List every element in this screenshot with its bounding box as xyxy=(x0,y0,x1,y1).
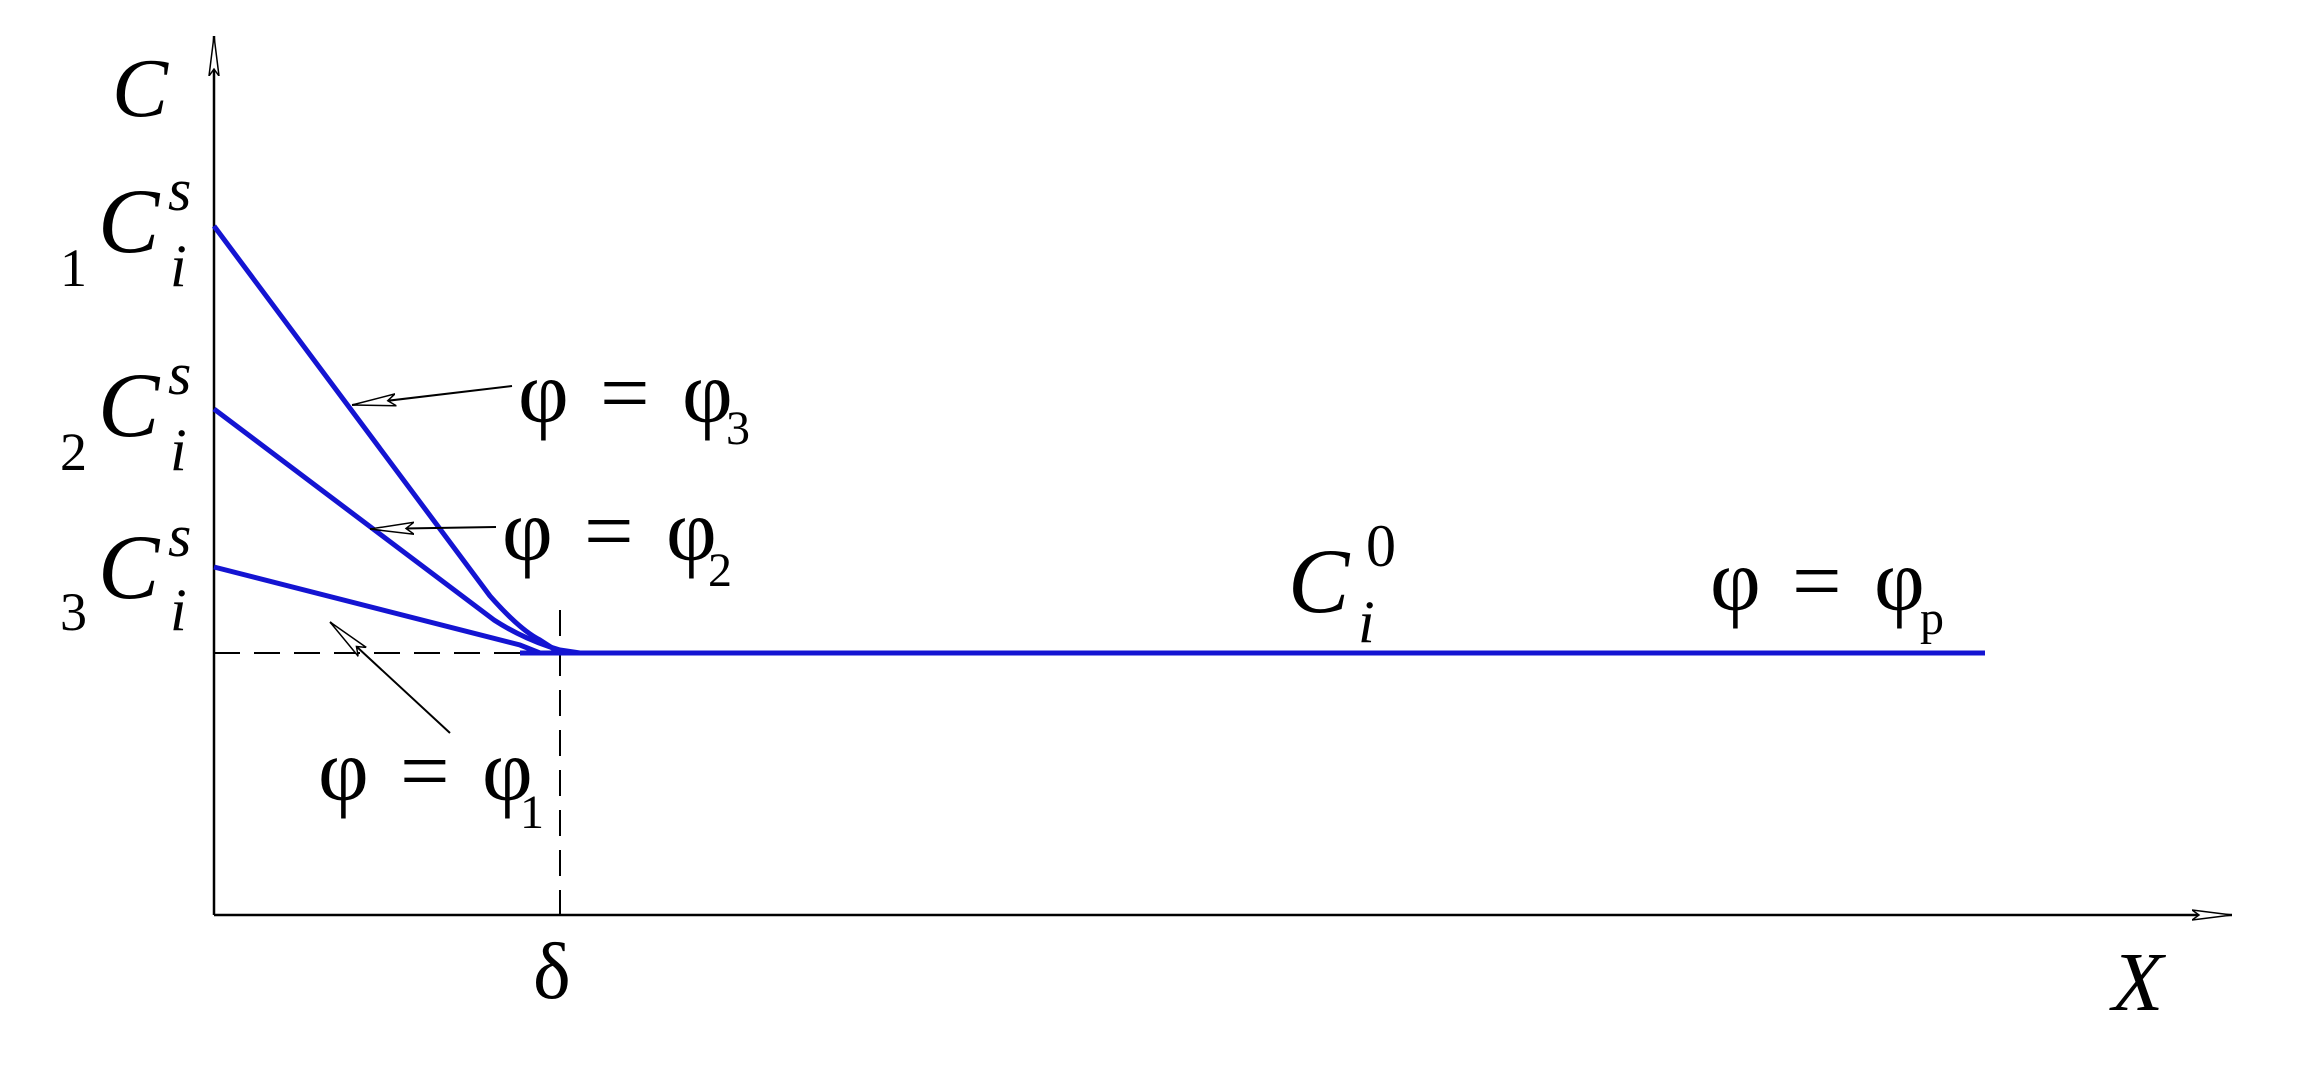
delta-label: δ xyxy=(533,928,571,1016)
phi-sub: 2 xyxy=(708,544,732,597)
phi-sub: 3 xyxy=(726,402,750,455)
level-prefix: 3 xyxy=(60,582,87,642)
phi-lhs: φ xyxy=(318,723,369,820)
equals-sign: = xyxy=(400,723,450,820)
leader-arrow-phi2 xyxy=(370,527,497,529)
bulk-base: C xyxy=(1288,530,1351,632)
phi-lhs: φ xyxy=(502,483,553,580)
level-prefix: 1 xyxy=(60,238,87,298)
level-sup: s xyxy=(168,341,191,407)
phi-rhs: φ xyxy=(682,345,733,442)
phi-rhs: φ xyxy=(1874,533,1925,630)
level-sub: i xyxy=(170,577,187,643)
equals-sign: = xyxy=(1792,533,1842,630)
level-prefix: 2 xyxy=(60,422,87,482)
x-axis-label: X xyxy=(2109,936,2167,1029)
potential-label-phip: φ = φ p xyxy=(1710,533,1944,645)
y-axis-label: C xyxy=(112,42,169,135)
level-sup: s xyxy=(168,503,191,569)
level-sub: i xyxy=(170,417,187,483)
potential-label-phi1: φ = φ 1 xyxy=(318,723,544,839)
curve-phi1 xyxy=(213,564,541,656)
bulk-concentration-label: C 0 i xyxy=(1288,513,1396,655)
equals-sign: = xyxy=(584,483,634,580)
level-sub: i xyxy=(170,233,187,299)
level-label-2: 2 C s i xyxy=(60,341,191,483)
curve-phi2 xyxy=(212,407,581,656)
leader-arrow-phi1 xyxy=(329,621,451,734)
equals-sign: = xyxy=(600,345,650,442)
phi-lhs: φ xyxy=(1710,533,1761,630)
level-sup: s xyxy=(168,157,191,223)
phi-rhs: φ xyxy=(482,723,533,820)
level-base: C xyxy=(98,354,161,456)
bulk-sub: i xyxy=(1358,589,1375,655)
curve-phi3 xyxy=(211,224,562,656)
phi-lhs: φ xyxy=(518,345,569,442)
level-base: C xyxy=(98,170,161,272)
level-base: C xyxy=(98,516,161,618)
potential-label-phi3: φ = φ 3 xyxy=(518,345,750,455)
level-label-3: 3 C s i xyxy=(60,503,191,643)
bulk-sup: 0 xyxy=(1366,513,1396,579)
phi-sub: p xyxy=(1920,592,1944,645)
phi-rhs: φ xyxy=(666,483,717,580)
leader-arrow-phi3 xyxy=(352,385,513,405)
level-label-1: 1 C s i xyxy=(60,157,191,299)
potential-label-phi2: φ = φ 2 xyxy=(502,483,732,597)
phi-sub: 1 xyxy=(520,786,544,839)
